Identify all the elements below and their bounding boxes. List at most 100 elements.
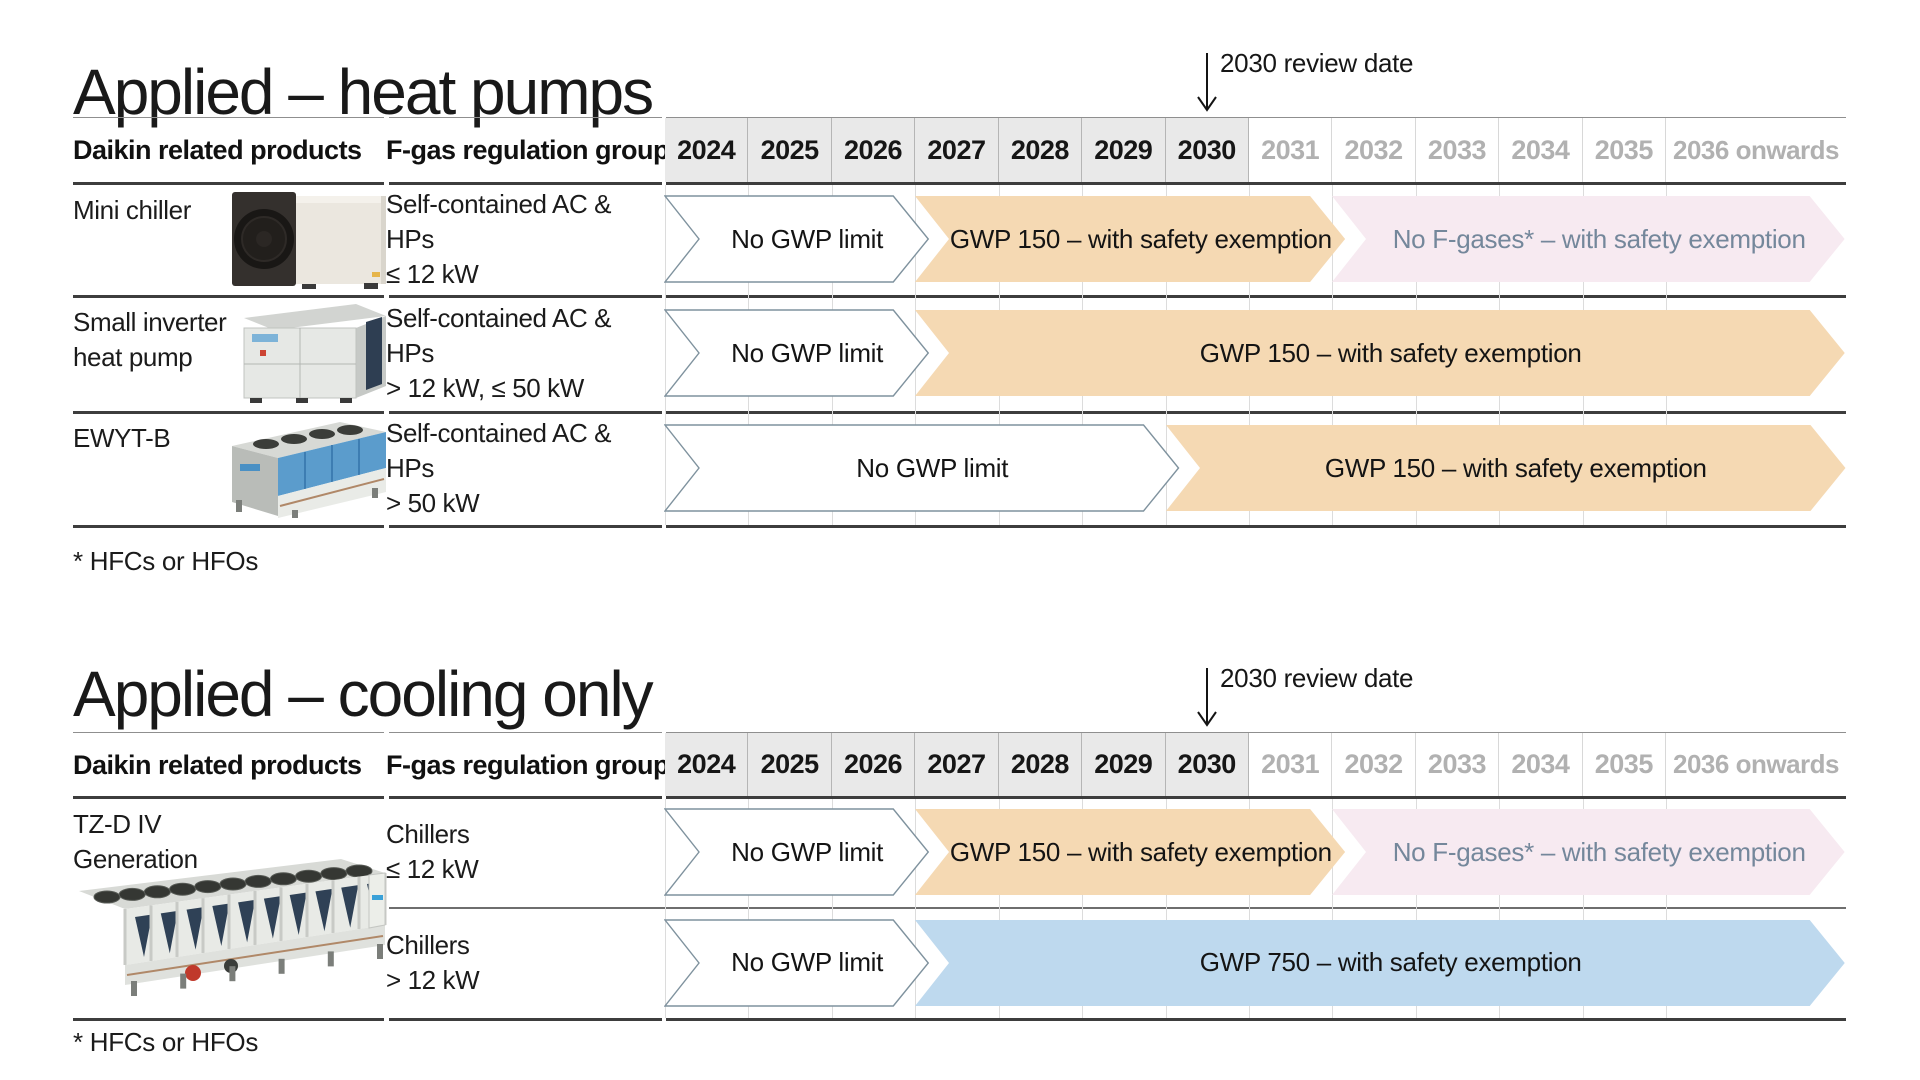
- grid-line: [665, 799, 666, 1018]
- review-date-annotation: 2030 review date: [1193, 663, 1453, 733]
- grid-line: [1165, 799, 1167, 1018]
- group-line-2: > 50 kW: [386, 487, 480, 518]
- group-line-2: > 12 kW: [386, 964, 480, 995]
- grid-line: [1332, 799, 1334, 1018]
- table-line: [666, 411, 1846, 414]
- product-image-mini-chiller: [232, 190, 390, 290]
- arrow-label: No GWP limit: [731, 836, 884, 867]
- table-line: [73, 295, 384, 298]
- year-header-2032: 2032: [1332, 118, 1416, 182]
- year-header-2026: 2026: [831, 733, 916, 796]
- group-line-1: Self-contained AC & HPs: [386, 417, 612, 483]
- year-header-2031: 2031: [1248, 118, 1333, 182]
- product-image-small-inverter: [240, 300, 390, 406]
- group-line-1: Chillers: [386, 929, 470, 960]
- regulation-group-label: Self-contained AC & HPs > 12 kW, ≤ 50 kW: [386, 295, 664, 411]
- column-header-group: F-gas regulation group: [386, 135, 670, 165]
- column-header-group: F-gas regulation group: [386, 750, 670, 780]
- grid-line: [1666, 799, 1668, 1018]
- timeline-arrow-outline: [664, 424, 1180, 512]
- grid-line: [1582, 799, 1584, 1018]
- group-line-1: Self-contained AC & HPs: [386, 188, 612, 254]
- table-line: [389, 907, 1846, 909]
- year-header-2027: 2027: [915, 733, 999, 796]
- group-line-1: Self-contained AC & HPs: [386, 302, 612, 368]
- table-line: [389, 182, 662, 185]
- year-header-2033: 2033: [1415, 733, 1500, 796]
- arrow-label: GWP 150 – with safety exemption: [949, 836, 1332, 867]
- table-line: [73, 796, 384, 799]
- grid-line: [1082, 799, 1084, 1018]
- down-arrow-icon: [1197, 53, 1217, 112]
- table-line: [389, 1018, 662, 1021]
- table-line: [73, 411, 384, 414]
- table-line: [666, 525, 1846, 528]
- year-header-2028: 2028: [998, 733, 1083, 796]
- year-header-2024: 2024: [665, 733, 749, 796]
- grid-line: [1499, 799, 1501, 1018]
- small-inverter-illustration: [243, 304, 386, 403]
- table-line: [73, 525, 384, 528]
- table-line: [73, 117, 384, 118]
- ewyt-b-illustration: [232, 422, 386, 518]
- year-header-2026: 2026: [831, 118, 916, 182]
- year-header-2024: 2024: [665, 118, 749, 182]
- product-label: Mini chiller: [73, 195, 192, 225]
- table-line: [666, 117, 1846, 118]
- column-header-products: Daikin related products: [73, 750, 362, 780]
- timeline-arrow-outline: [664, 808, 930, 896]
- review-date-label: 2030 review date: [1220, 663, 1414, 693]
- timeline-arrow-orange: [915, 809, 1346, 895]
- page-title-cooling-only: Applied – cooling only: [73, 657, 654, 730]
- arrow-label: No GWP limit: [856, 452, 1009, 483]
- year-header-2031: 2031: [1248, 733, 1333, 796]
- grid-line: [998, 799, 1000, 1018]
- column-header-products: Daikin related products: [73, 135, 362, 165]
- table-line: [389, 295, 662, 298]
- arrow-label: GWP 750 – with safety exemption: [1199, 947, 1582, 977]
- timeline-arrow-pink: [1332, 809, 1845, 895]
- grid-line: [1248, 799, 1250, 1018]
- arrow-label: No GWP limit: [731, 337, 884, 368]
- table-line: [389, 796, 662, 799]
- arrow-label: GWP 150 – with safety exemption: [1199, 337, 1582, 368]
- page-title-heat-pumps: Applied – heat pumps: [73, 55, 654, 128]
- table-line: [666, 796, 1846, 799]
- grid-line: [748, 799, 750, 1018]
- year-header-2034: 2034: [1499, 733, 1583, 796]
- year-header-2030: 2030: [1165, 733, 1249, 796]
- group-line-2: > 12 kW, ≤ 50 kW: [386, 372, 584, 403]
- year-header-2033: 2033: [1415, 118, 1500, 182]
- grid-line: [665, 185, 666, 525]
- table-line: [666, 732, 1846, 733]
- down-arrow-icon: [1197, 668, 1217, 727]
- group-line-1: Chillers: [386, 819, 470, 849]
- year-header-2029: 2029: [1082, 733, 1166, 796]
- year-header-2035: 2035: [1582, 733, 1667, 796]
- table-line: [666, 295, 1846, 298]
- arrow-label: GWP 150 – with safety exemption: [1324, 452, 1707, 483]
- timeline-arrow-orange: [915, 310, 1845, 396]
- year-header-2034: 2034: [1499, 118, 1583, 182]
- table-line: [666, 1018, 1846, 1021]
- grid-line: [1415, 799, 1417, 1018]
- product-image-ewyt-b: [222, 416, 394, 518]
- timeline-arrow-orange: [915, 196, 1346, 282]
- year-header-2028: 2028: [998, 118, 1083, 182]
- timeline-arrow-orange: [1165, 425, 1845, 511]
- grid-line: [831, 799, 833, 1018]
- table-line: [73, 1018, 384, 1021]
- arrow-label: No F-gases* – with safety exemption: [1392, 223, 1806, 254]
- timeline-arrow-pink: [1332, 196, 1845, 282]
- timeline-arrow-outline: [664, 918, 930, 1007]
- table-line: [389, 732, 662, 733]
- product-label: Small inverter heat pump: [73, 307, 227, 372]
- year-header-2032: 2032: [1332, 733, 1416, 796]
- footnote: * HFCs or HFOs: [73, 546, 259, 576]
- year-header-2030: 2030: [1165, 118, 1249, 182]
- table-line: [389, 117, 662, 118]
- year-header-2036-onwards: 2036 onwards: [1666, 118, 1846, 182]
- year-header-2036-onwards: 2036 onwards: [1666, 733, 1846, 796]
- table-line: [389, 411, 662, 414]
